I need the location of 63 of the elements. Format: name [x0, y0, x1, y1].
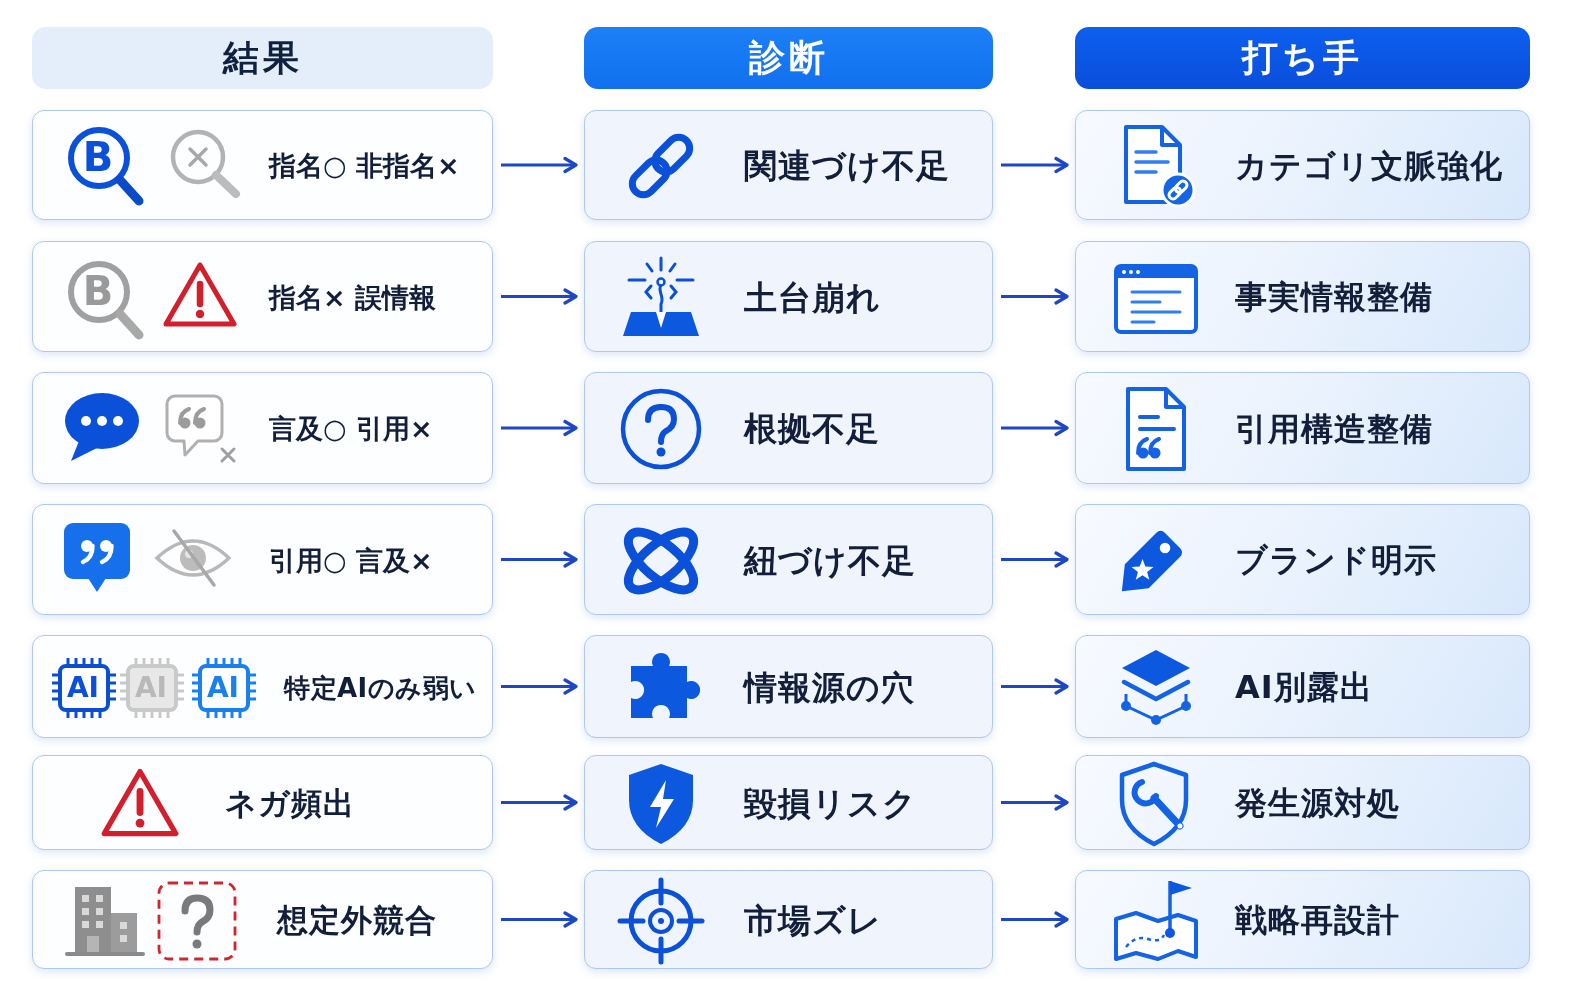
item-card	[1075, 504, 1530, 615]
arrow	[1001, 678, 1069, 695]
item-text: 指名× 誤情報	[269, 280, 437, 315]
item-text: 戦略再設計	[1235, 900, 1400, 941]
item-text: 指名○ 非指名×	[269, 149, 460, 183]
arrow	[501, 678, 578, 695]
item-text: 毀損リスク	[744, 782, 917, 825]
item-text: ブランド明示	[1235, 540, 1437, 581]
arrow	[501, 794, 578, 811]
item-card	[584, 241, 993, 352]
icon-letter: B	[81, 269, 115, 313]
item-text: 根拠不足	[744, 408, 880, 450]
item-card	[32, 870, 493, 969]
arrow	[1001, 551, 1069, 568]
item-card	[1075, 241, 1530, 352]
arrow	[1001, 288, 1069, 305]
item-text: 土台崩れ	[744, 276, 881, 319]
icon-letter: B	[81, 135, 115, 179]
icon-letter: AI	[65, 671, 101, 703]
item-text: 紐づけ不足	[744, 539, 916, 582]
arrow	[501, 288, 578, 305]
item-card	[32, 504, 493, 615]
arrow	[501, 551, 578, 568]
item-card	[32, 372, 493, 484]
item-card	[32, 110, 493, 220]
item-card	[584, 755, 993, 850]
item-text: 事実情報整備	[1235, 277, 1433, 318]
item-card	[1075, 755, 1530, 850]
item-card	[32, 241, 493, 352]
arrow	[501, 156, 578, 174]
arrow	[501, 911, 578, 928]
item-card	[584, 504, 993, 615]
item-text: 市場ズレ	[744, 899, 882, 942]
item-card	[584, 635, 993, 738]
item-card	[1075, 870, 1530, 969]
column-header: 診断	[584, 27, 993, 89]
item-text: 情報源の穴	[744, 666, 915, 709]
item-text: 関連づけ不足	[744, 145, 950, 187]
column-header: 結果	[32, 27, 493, 89]
item-card	[1075, 372, 1530, 484]
arrow	[1001, 156, 1069, 174]
item-text: 想定外競合	[277, 901, 437, 940]
arrow	[1001, 911, 1069, 928]
item-card	[32, 755, 493, 850]
item-text: 引用○ 言及×	[269, 543, 433, 578]
item-text: 特定AIのみ弱い	[284, 671, 477, 705]
item-card	[584, 870, 993, 969]
item-text: ネガ頻出	[225, 784, 355, 823]
item-card	[1075, 635, 1530, 738]
icon-letter: AI	[205, 671, 241, 703]
arrow	[501, 419, 578, 437]
item-text: 引用構造整備	[1235, 408, 1433, 450]
item-text: 言及○ 引用×	[269, 412, 433, 446]
arrow	[1001, 794, 1069, 811]
item-card	[32, 635, 493, 738]
item-card	[584, 372, 993, 484]
column-header: 打ち手	[1075, 27, 1530, 89]
item-card	[584, 110, 993, 220]
item-text: 発生源対処	[1235, 783, 1400, 824]
item-text: AI別露出	[1235, 667, 1373, 708]
item-text: カテゴリ文脈強化	[1235, 145, 1503, 187]
item-card	[1075, 110, 1530, 220]
arrow	[1001, 419, 1069, 437]
